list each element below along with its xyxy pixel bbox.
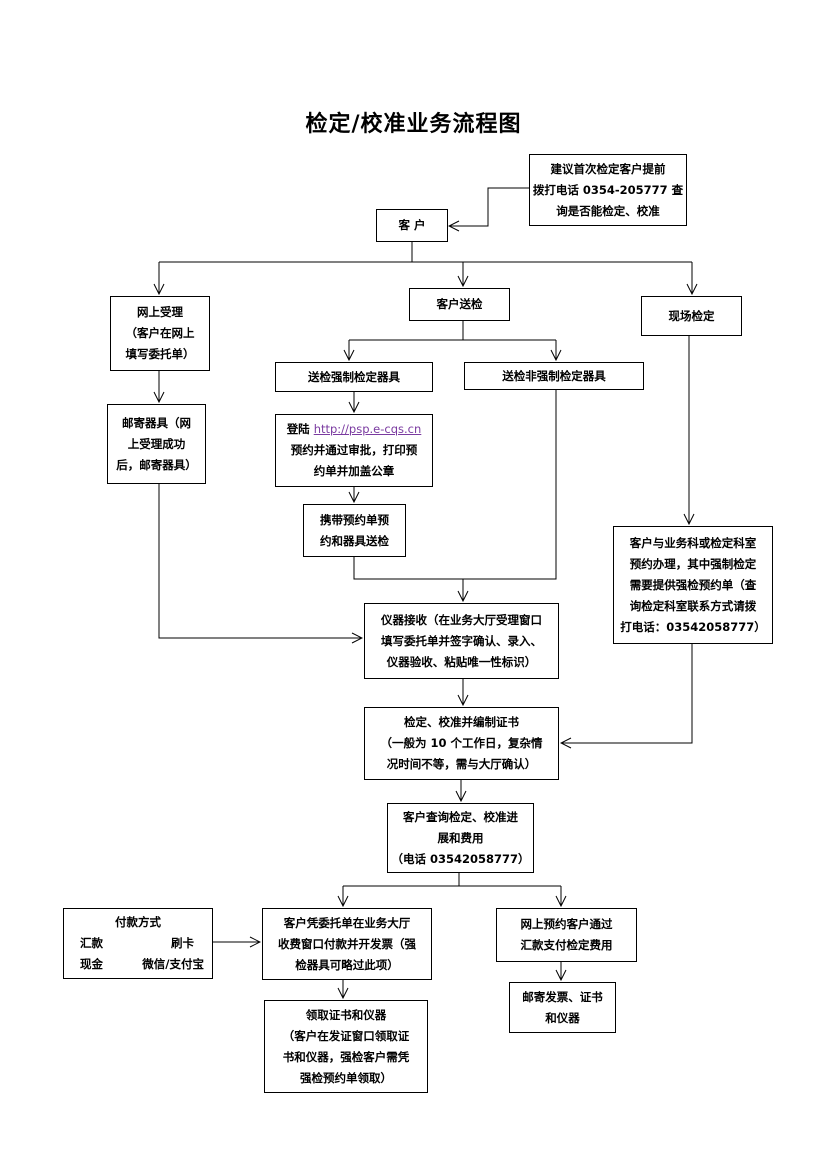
calibrate-certificate-box: 检定、校准并编制证书 （一般为 10 个工作日，复杂情 况时间不等，需与大厅确认… xyxy=(364,707,559,780)
collect-line-2: （客户在发证窗口领取证 xyxy=(282,1028,410,1043)
carry-line-2: 约和器具送检 xyxy=(320,533,389,548)
login-line-3: 约单并加盖公章 xyxy=(313,464,395,478)
pay-hall-line-3: 检器具可略过此项） xyxy=(295,957,399,972)
receive-line-3: 仪器验收、粘贴唯一性标识） xyxy=(386,654,537,669)
non-mandatory-instrument-box: 送检非强制检定器具 xyxy=(464,362,644,390)
collect-line-1: 领取证书和仪器 xyxy=(305,1007,387,1022)
query-line-2: 展和费用 xyxy=(437,830,484,845)
send-label: 客户送检 xyxy=(436,297,483,311)
hall-payment-box: 客户凭委托单在业务大厅 收费窗口付款并开发票（强 检器具可略过此项） xyxy=(262,908,432,980)
mail-invoice-box: 邮寄发票、证书 和仪器 xyxy=(509,982,616,1033)
customer-label: 客 户 xyxy=(398,218,426,232)
query-line-1: 客户查询检定、校准进 xyxy=(403,809,518,824)
login-reservation-box: 登陆 http://psp.e-cqs.cn 预约并通过审批，打印预 约单并加盖… xyxy=(275,414,433,487)
online-pay-line-1: 网上预约客户通过 xyxy=(520,917,613,931)
online-line-3: 填写委托单） xyxy=(125,347,195,361)
payment-row-2: 现金 微信/支付宝 xyxy=(72,954,204,975)
instrument-receive-box: 仪器接收（在业务大厅受理窗口 填写委托单并签字确认、录入、 仪器验收、粘贴唯一性… xyxy=(364,603,559,679)
online-pay-line-2: 汇款支付检定费用 xyxy=(520,938,613,952)
payment-title: 付款方式 xyxy=(115,915,161,929)
onsite-detail-line-2: 预约办理，其中强制检定 xyxy=(629,556,757,571)
mail-line-3: 后，邮寄器具） xyxy=(116,457,197,472)
onsite-detail-line-4: 询检定科室联系方式请拨 xyxy=(629,598,757,613)
onsite-inspection-box: 现场检定 xyxy=(641,296,742,336)
page-title: 检定/校准业务流程图 xyxy=(305,112,522,137)
calibrate-line-2: （一般为 10 个工作日，复杂情 xyxy=(380,736,543,750)
online-line-1: 网上受理 xyxy=(137,305,183,319)
advice-line-2: 拨打电话 0354-205777 查 xyxy=(532,182,684,197)
customer-send-box: 客户送检 xyxy=(409,288,510,321)
calibrate-line-1: 检定、校准并编制证书 xyxy=(404,715,519,729)
receive-line-1: 仪器接收（在业务大厅受理窗口 xyxy=(381,612,542,627)
online-line-2: （客户在网上 xyxy=(125,326,195,340)
onsite-detail-line-1: 客户与业务科或检定科室 xyxy=(629,535,757,550)
online-acceptance-box: 网上受理 （客户在网上 填写委托单） xyxy=(110,296,210,371)
mail-invoice-line-1: 邮寄发票、证书 xyxy=(522,989,603,1004)
login-line-2: 预约并通过审批，打印预 xyxy=(290,443,418,457)
mandatory-instrument-box: 送检强制检定器具 xyxy=(275,362,433,392)
mail-invoice-line-2: 和仪器 xyxy=(545,1010,580,1025)
online-payment-box: 网上预约客户通过 汇款支付检定费用 xyxy=(496,908,637,962)
query-line-3: （电话 03542058777） xyxy=(391,851,530,866)
onsite-detail-line-5: 打电话：03542058777） xyxy=(620,619,766,634)
advice-line-1: 建议首次检定客户提前 xyxy=(550,161,666,176)
mail-instrument-box: 邮寄器具（网 上受理成功 后，邮寄器具） xyxy=(107,404,206,484)
payment-wechat-alipay: 微信/支付宝 xyxy=(142,957,204,971)
payment-remit: 汇款 xyxy=(80,936,103,950)
onsite-label: 现场检定 xyxy=(668,308,715,323)
query-progress-box: 客户查询检定、校准进 展和费用 （电话 03542058777） xyxy=(387,803,534,873)
psp-link[interactable]: http://psp.e-cqs.cn xyxy=(313,422,422,436)
carry-line-1: 携带预约单预 xyxy=(320,512,389,527)
advice-box: 建议首次检定客户提前 拨打电话 0354-205777 查 询是否能检定、校准 xyxy=(529,154,687,226)
mandatory-label: 送检强制检定器具 xyxy=(308,369,400,384)
payment-row-1: 汇款 刷卡 xyxy=(72,933,204,954)
pay-hall-line-2: 收费窗口付款并开发票（强 xyxy=(278,936,416,951)
nonmandatory-label: 送检非强制检定器具 xyxy=(502,368,606,383)
calibrate-line-3: 况时间不等，需与大厅确认） xyxy=(386,757,537,771)
payment-card: 刷卡 xyxy=(171,936,194,950)
onsite-detail-box: 客户与业务科或检定科室 预约办理，其中强制检定 需要提供强检预约单（查 询检定科… xyxy=(613,526,773,644)
customer-box: 客 户 xyxy=(376,209,448,242)
payment-cash: 现金 xyxy=(80,957,103,971)
login-prefix: 登陆 xyxy=(286,422,314,436)
mail-line-1: 邮寄器具（网 xyxy=(122,415,191,430)
receive-line-2: 填写委托单并签字确认、录入、 xyxy=(381,633,542,648)
collect-line-3: 书和仪器，强检客户需凭 xyxy=(282,1049,410,1064)
pay-hall-line-1: 客户凭委托单在业务大厅 xyxy=(283,915,411,930)
onsite-detail-line-3: 需要提供强检预约单（查 xyxy=(629,577,757,592)
mail-line-2: 上受理成功 xyxy=(127,436,186,451)
carry-reservation-box: 携带预约单预 约和器具送检 xyxy=(303,504,406,557)
payment-method-box: 付款方式 汇款 刷卡 现金 微信/支付宝 xyxy=(63,908,213,979)
collect-certificate-box: 领取证书和仪器 （客户在发证窗口领取证 书和仪器，强检客户需凭 强检预约单领取） xyxy=(264,1000,428,1093)
collect-line-4: 强检预约单领取） xyxy=(300,1070,392,1085)
login-line-1: 登陆 http://psp.e-cqs.cn xyxy=(287,419,422,440)
advice-line-3: 询是否能检定、校准 xyxy=(556,203,660,218)
